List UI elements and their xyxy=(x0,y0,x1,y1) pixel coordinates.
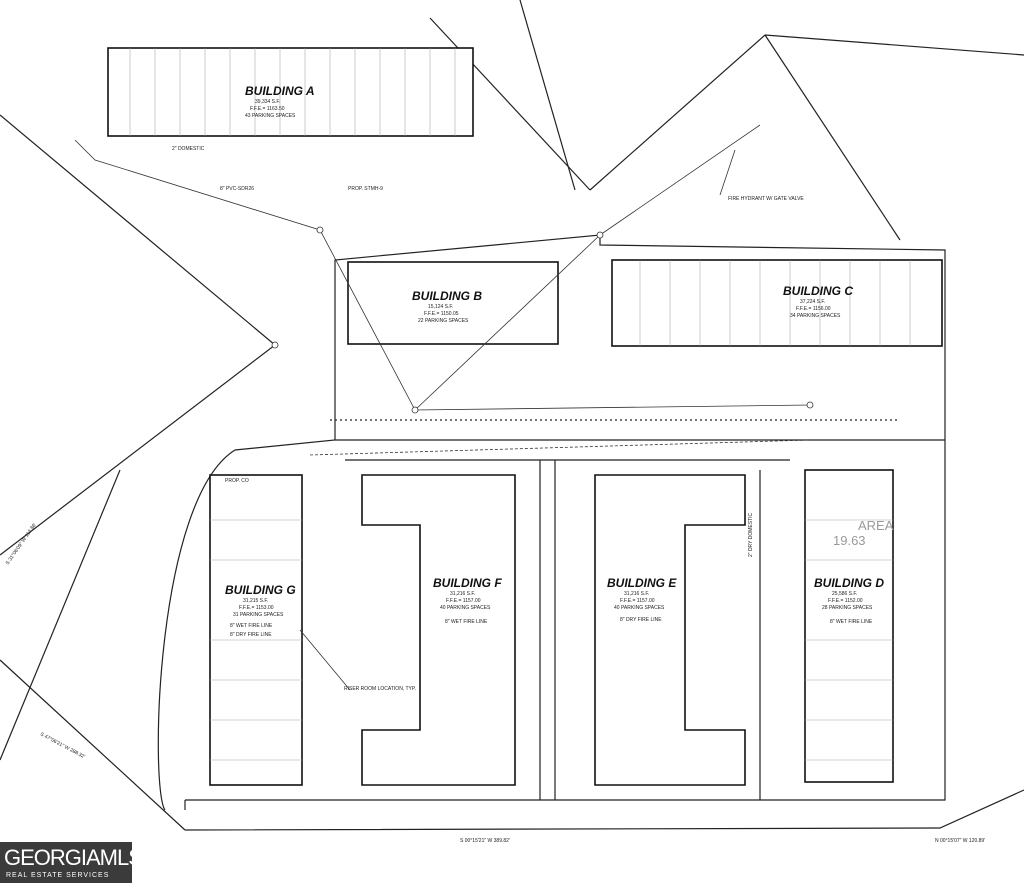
note-riser-room: RISER ROOM LOCATION, TYP. xyxy=(344,686,416,692)
building-d-ffe: F.F.E.= 1152.00 xyxy=(828,598,863,604)
building-e-sf: 31,216 S.F. xyxy=(624,591,649,597)
riser-leader xyxy=(299,629,351,691)
building-a-sf: 39,334 S.F. xyxy=(255,99,280,105)
building-e-name: BUILDING E xyxy=(607,576,677,590)
note-stormwater: PROP. STMH-9 xyxy=(348,186,383,192)
bearing-left-lower: S 47°06'21" W 288.32' xyxy=(39,731,86,760)
note-dry-domestic: 2" DRY DOMESTIC xyxy=(748,513,754,557)
property-line-sw xyxy=(0,469,121,761)
building-c-ffe: F.F.E.= 1156.00 xyxy=(796,306,831,312)
bearing-bottom: S 00°15'21" W 389.82' xyxy=(460,838,510,844)
sanitary-line-2 xyxy=(414,234,601,411)
building-c-sf: 37,224 S.F. xyxy=(800,299,825,305)
note-prop-co: PROP. CO xyxy=(225,478,249,484)
building-e-footprint xyxy=(594,474,746,786)
building-b-sf: 15,124 S.F. xyxy=(428,304,453,310)
bearing-left-mid: S 31°06'09" W 113.86' xyxy=(5,522,38,566)
note-fire-hydrant: FIRE HYDRANT W/ GATE VALVE xyxy=(728,196,804,202)
building-b-parking: 22 PARKING SPACES xyxy=(418,318,469,324)
building-g-parking: 31 PARKING SPACES xyxy=(233,612,284,618)
road-edge-east xyxy=(589,34,766,191)
building-e-ffe: F.F.E.= 1157.00 xyxy=(620,598,655,604)
hydrant-leader xyxy=(719,149,736,196)
building-a-ffe: F.F.E.= 1163.50 xyxy=(250,106,285,112)
perimeter-drive xyxy=(157,234,946,811)
manhole-3 xyxy=(596,231,604,239)
note-domestic: 2" DOMESTIC xyxy=(172,146,205,152)
manhole-4 xyxy=(806,401,814,409)
building-g-sf: 31,215 S.F. xyxy=(243,598,268,604)
building-f-sf: 31,216 S.F. xyxy=(450,591,475,597)
building-d-parking: 28 PARKING SPACES xyxy=(822,605,873,611)
building-d-footprint xyxy=(804,469,894,783)
building-d-sf: 25,586 S.F. xyxy=(832,591,857,597)
water-line-1 xyxy=(599,124,761,236)
georgia-mls-logo: GEORGIAMLS REAL ESTATE SERVICES xyxy=(0,842,143,883)
note-dry-fire-g: 8" DRY FIRE LINE xyxy=(230,632,272,638)
property-corner-marker xyxy=(271,341,279,349)
area-label: AREA xyxy=(858,518,894,533)
sanitary-line-1 xyxy=(74,139,416,411)
building-d-name: BUILDING D xyxy=(814,576,884,590)
building-g-name: BUILDING G xyxy=(225,583,296,597)
building-a-name: BUILDING A xyxy=(245,84,315,98)
bearing-bottom-right: N 00°15'07" W 120.89' xyxy=(935,838,985,844)
building-f-parking: 40 PARKING SPACES xyxy=(440,605,491,611)
property-line-east-diag xyxy=(764,34,901,241)
logo-sub: REAL ESTATE SERVICES xyxy=(6,872,110,879)
building-f-ffe: F.F.E.= 1157.00 xyxy=(446,598,481,604)
building-g-footprint xyxy=(209,474,303,786)
area-value: 19.63 xyxy=(833,533,866,548)
building-b-footprint xyxy=(347,261,559,345)
road-edge-west xyxy=(429,17,591,191)
storm-line xyxy=(414,404,811,411)
note-wet-fire-d: 8" WET FIRE LINE xyxy=(830,619,873,625)
building-c-footprint xyxy=(611,259,943,347)
building-b-name: BUILDING B xyxy=(412,289,482,303)
building-a-footprint xyxy=(107,47,474,137)
building-b-ffe: F.F.E.= 1150.05 xyxy=(424,311,459,317)
manhole-1 xyxy=(411,406,419,414)
manhole-2 xyxy=(316,226,324,234)
logo-main: GEORGIAMLS xyxy=(4,845,143,870)
property-line-south xyxy=(184,789,1024,831)
note-wet-fire-g: 8" WET FIRE LINE xyxy=(230,623,273,629)
building-f-footprint xyxy=(361,474,516,786)
building-e-parking: 40 PARKING SPACES xyxy=(614,605,665,611)
building-g-ffe: F.F.E.= 1153.00 xyxy=(239,605,274,611)
water-line-2 xyxy=(309,439,811,456)
building-c-parking: 34 PARKING SPACES xyxy=(790,313,841,319)
building-c-name: BUILDING C xyxy=(783,284,853,298)
note-dry-fire-e: 8" DRY FIRE LINE xyxy=(620,617,662,623)
note-pvc: 8" PVC-SDR26 xyxy=(220,186,254,192)
property-line-south-west xyxy=(0,659,186,831)
building-f-name: BUILDING F xyxy=(433,576,502,590)
road-edge-west-2 xyxy=(519,0,576,191)
building-a-parking: 43 PARKING SPACES xyxy=(245,113,296,119)
property-line-top-right xyxy=(764,34,1024,56)
note-wet-fire-f: 8" WET FIRE LINE xyxy=(445,619,488,625)
